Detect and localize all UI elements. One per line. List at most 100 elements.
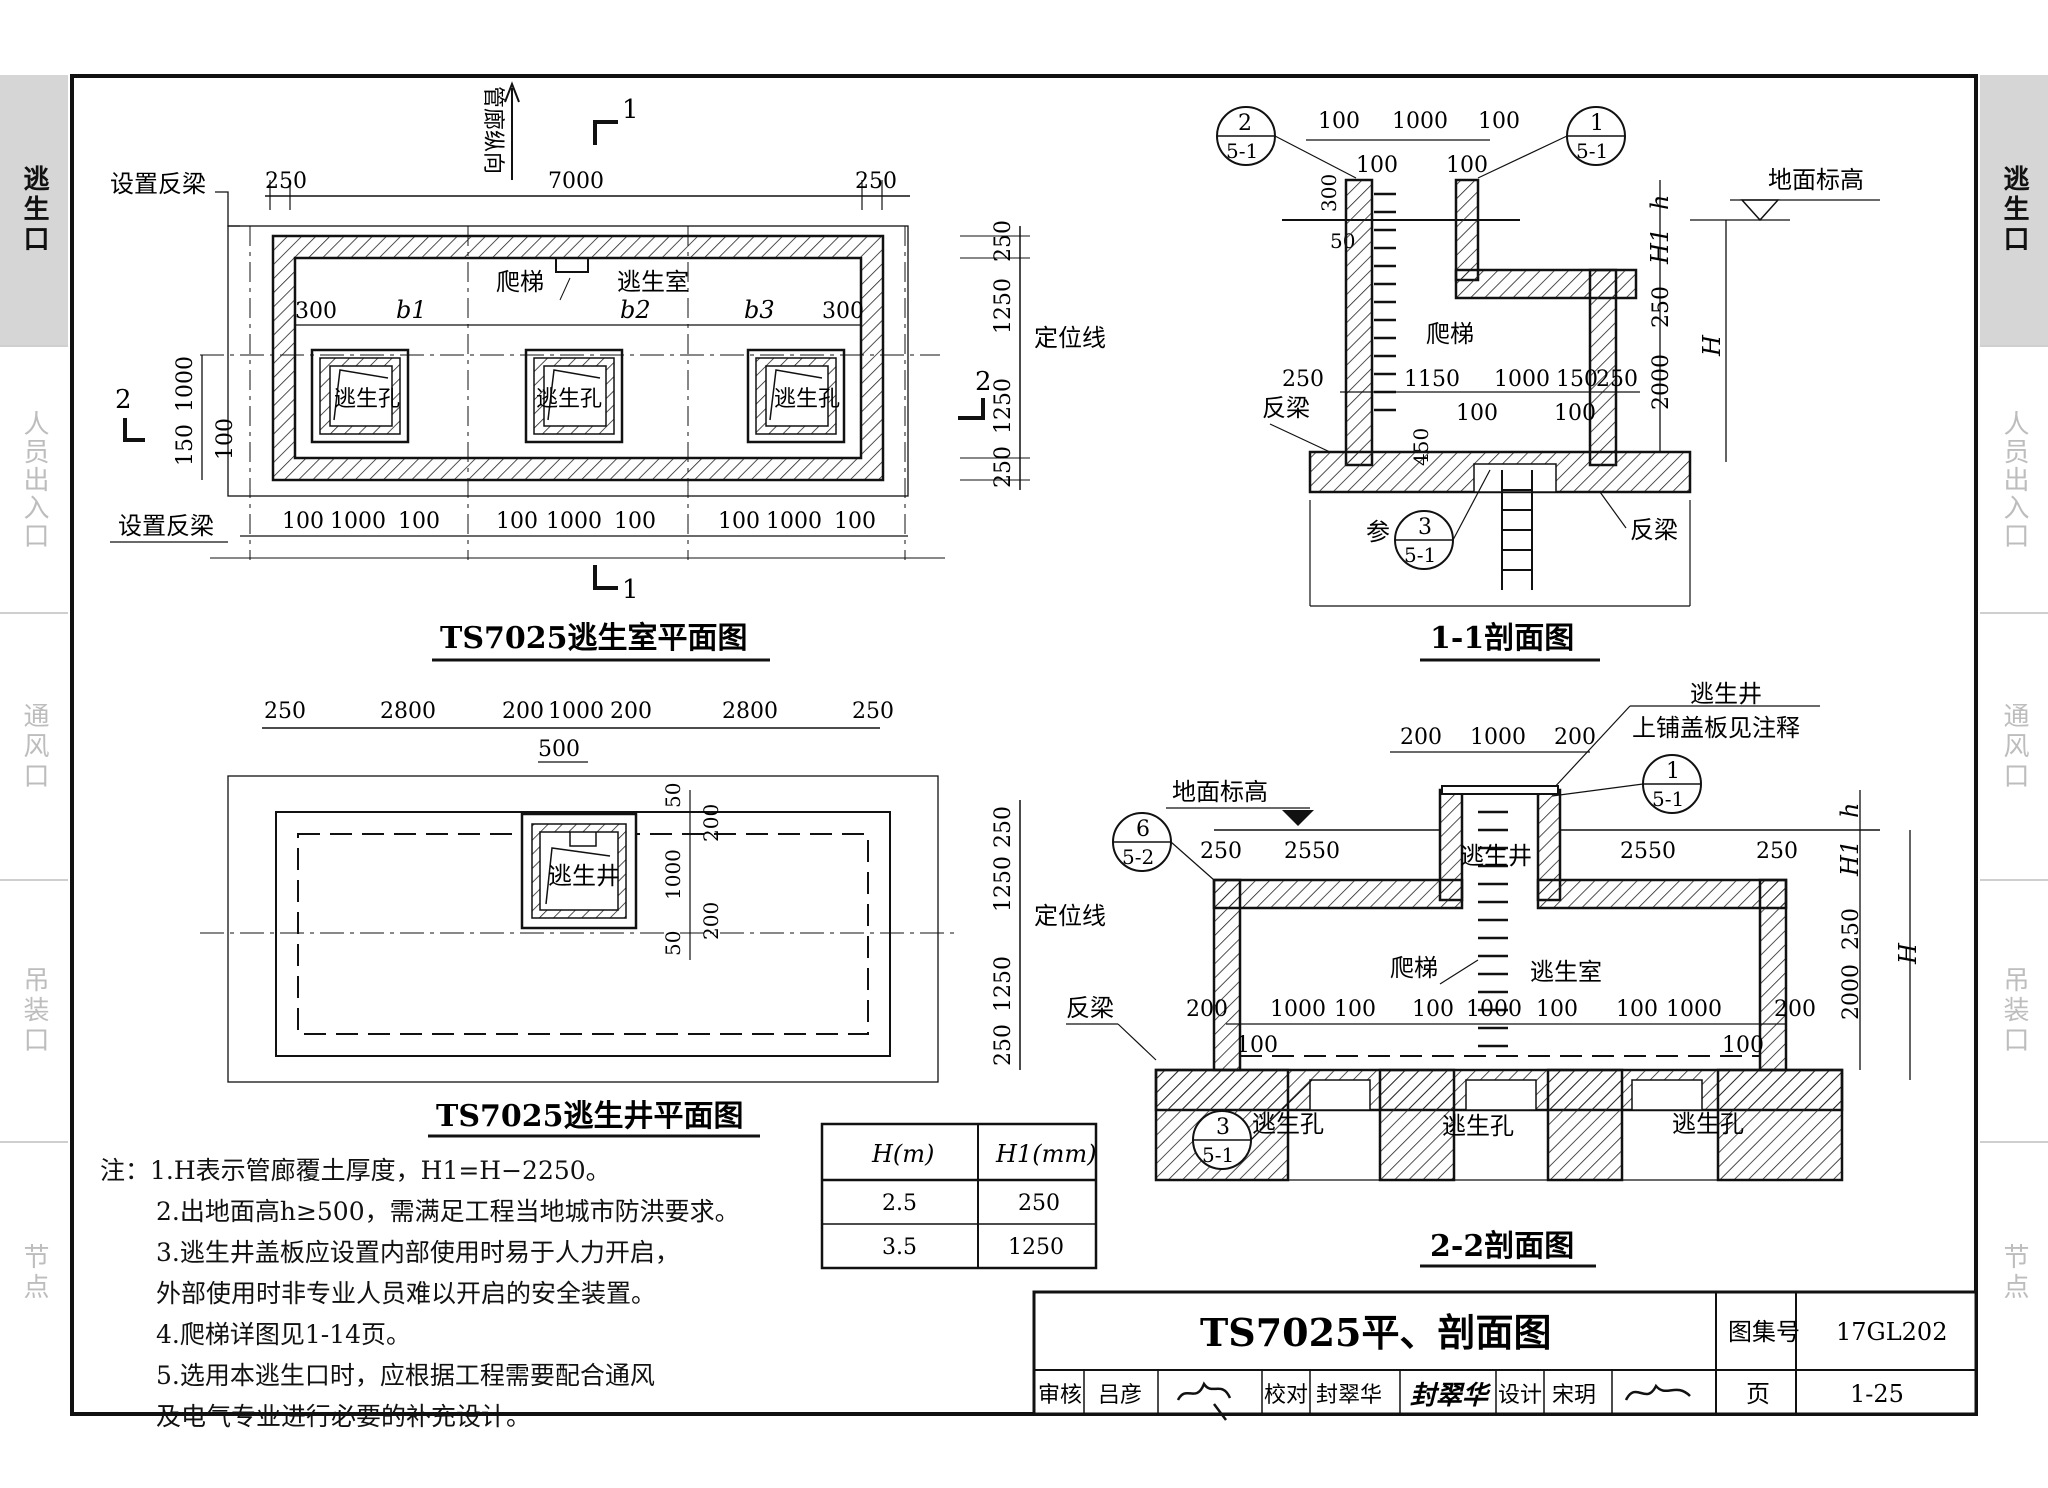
s1-dim-mid-1000: 1000 bbox=[1494, 367, 1550, 392]
side-tab-left-personnel[interactable]: 人员出入口 bbox=[0, 347, 68, 612]
s2-dim-inner-1000-a: 1000 bbox=[1270, 997, 1326, 1022]
s2-dim-right-H: H bbox=[1894, 942, 1922, 965]
dim-bottom-100-f: 100 bbox=[834, 509, 876, 534]
s1-callout-right-ref: 5-1 bbox=[1576, 139, 1608, 163]
s2-dim-inner-100-c: 100 bbox=[1536, 997, 1578, 1022]
side-tab-left-hoisting[interactable]: 吊装口 bbox=[0, 881, 68, 1141]
hole-label-3: 逃生孔 bbox=[774, 387, 840, 412]
s2-well-label: 逃生井 bbox=[1460, 842, 1532, 870]
plan2-title: TS7025逃生井平面图 bbox=[436, 1099, 744, 1134]
dim-left-150: 150 bbox=[173, 424, 198, 466]
dim2-top-200-b: 200 bbox=[610, 699, 652, 724]
dim2-top-2800-a: 2800 bbox=[380, 699, 436, 724]
side-tab-label: 逃生口 bbox=[19, 165, 49, 255]
s2-well-note-2: 上铺盖板见注释 bbox=[1632, 714, 1800, 742]
side-tab-left-node[interactable]: 节点 bbox=[0, 1143, 68, 1403]
dim-inner-300-left: 300 bbox=[295, 299, 337, 324]
dim2-right-250-bottom: 250 bbox=[991, 1024, 1016, 1066]
dim2-right-250-top: 250 bbox=[991, 806, 1016, 848]
dim2-right-1250-b: 1250 bbox=[991, 956, 1016, 1012]
dim2-well-200-top: 200 bbox=[699, 804, 723, 842]
table-cell-0-0: 2.5 bbox=[882, 1191, 917, 1216]
table-header-H1: H1(mm) bbox=[995, 1140, 1096, 1168]
axis-label-2: 定位线 bbox=[1034, 902, 1106, 930]
atlas-no: 17GL202 bbox=[1836, 1318, 1947, 1346]
s2-dim-slab-250-b: 250 bbox=[1756, 839, 1798, 864]
escape-well-symbol: 逃生井 bbox=[520, 812, 638, 930]
s1-callout-right-num: 1 bbox=[1590, 111, 1604, 136]
dim-right-1250-a: 1250 bbox=[991, 278, 1016, 334]
design-label: 设计 bbox=[1498, 1383, 1542, 1408]
s1-dim-right-H: H bbox=[1698, 334, 1726, 357]
s2-dim-inner-1000-c: 1000 bbox=[1666, 997, 1722, 1022]
s1-ground-label: 地面标高 bbox=[1768, 166, 1864, 194]
check-label: 校对 bbox=[1264, 1383, 1308, 1408]
s2-dim-right-h: h bbox=[1836, 803, 1864, 818]
s2-title: 2-2剖面图 bbox=[1430, 1229, 1574, 1264]
escape-hole-3: 逃生孔 bbox=[746, 348, 846, 444]
section-mark-2-right bbox=[958, 398, 985, 420]
side-tab-left-escape[interactable]: 逃生口 bbox=[0, 75, 68, 345]
side-tab-right-escape[interactable]: 逃生口 bbox=[1980, 75, 2048, 345]
s2-callout-bottom-num: 3 bbox=[1216, 1115, 1230, 1140]
s2-ladder-label: 爬梯 bbox=[1390, 954, 1438, 982]
s2-callout-bottom-ref: 5-1 bbox=[1202, 1143, 1234, 1167]
ground-level-icon-2 bbox=[1282, 810, 1314, 826]
dim-bottom-1000-c: 1000 bbox=[766, 509, 822, 534]
s1-callout-bottom-ref: 5-1 bbox=[1404, 543, 1436, 567]
section-mark-2-left bbox=[123, 418, 145, 442]
ladder-label: 爬梯 bbox=[496, 268, 544, 296]
s1-dim-top-100-b: 100 bbox=[1478, 109, 1520, 134]
side-tab-label: 人员出入口 bbox=[1999, 409, 2029, 550]
side-tab-label: 通风口 bbox=[19, 701, 49, 792]
page-no: 1-25 bbox=[1850, 1380, 1904, 1408]
s1-dim-right-2000: 2000 bbox=[1649, 354, 1674, 410]
section-mark-2-right-label: 2 bbox=[975, 367, 992, 397]
side-tab-label: 逃生口 bbox=[1999, 165, 2029, 255]
side-tab-right-node[interactable]: 节点 bbox=[1980, 1143, 2048, 1403]
table-cell-1-1: 1250 bbox=[1008, 1235, 1064, 1260]
s2-dim-inner2-100-a: 100 bbox=[1236, 1033, 1278, 1058]
dim2-well-200-bottom: 200 bbox=[699, 902, 723, 940]
section-mark-1-top-label: 1 bbox=[622, 95, 639, 125]
axis-label: 定位线 bbox=[1034, 324, 1106, 352]
dim2-well-50-top: 50 bbox=[661, 783, 685, 808]
plan1-title: TS7025逃生室平面图 bbox=[440, 621, 748, 656]
dim-right-1250-b: 1250 bbox=[991, 378, 1016, 434]
dim2-top-250-b: 250 bbox=[852, 699, 894, 724]
section-mark-1-top bbox=[593, 120, 618, 145]
title-block: TS7025平、剖面图 图集号 17GL202 审核 吕彦 校对 封翠华 封翠华… bbox=[1032, 1290, 1978, 1421]
note-line-6: 5.选用本逃生口时，应根据工程需要配合通风 bbox=[156, 1361, 655, 1390]
s1-dim-top2-100-a: 100 bbox=[1356, 153, 1398, 178]
side-tab-right-hoisting[interactable]: 吊装口 bbox=[1980, 881, 2048, 1141]
s1-ladder-label: 爬梯 bbox=[1426, 320, 1474, 348]
s2-callout-top-num: 1 bbox=[1666, 759, 1680, 784]
dim-bottom-100-c: 100 bbox=[496, 509, 538, 534]
dim2-well-50-bottom: 50 bbox=[661, 931, 685, 956]
table-cell-1-0: 3.5 bbox=[882, 1235, 917, 1260]
side-tab-label: 吊装口 bbox=[1999, 966, 2029, 1056]
s1-dim-mid-250-a: 250 bbox=[1282, 367, 1324, 392]
s2-hole-label-3: 逃生孔 bbox=[1672, 1110, 1744, 1138]
dim-bottom-100-d: 100 bbox=[614, 509, 656, 534]
s2-dim-slab-2550-a: 2550 bbox=[1284, 839, 1340, 864]
s1-callout-bottom-num: 3 bbox=[1418, 515, 1432, 540]
page-label: 页 bbox=[1746, 1380, 1770, 1408]
s2-dim-inner-100-a: 100 bbox=[1334, 997, 1376, 1022]
dim2-right-1250-a: 1250 bbox=[991, 856, 1016, 912]
s2-dim-inner-200-b: 200 bbox=[1774, 997, 1816, 1022]
s2-hole-label-1: 逃生孔 bbox=[1252, 1110, 1324, 1138]
well-label: 逃生井 bbox=[548, 862, 620, 890]
side-tab-right-personnel[interactable]: 人员出入口 bbox=[1980, 347, 2048, 612]
dim-right-250-bottom: 250 bbox=[991, 446, 1016, 488]
s2-dim-top-200-a: 200 bbox=[1400, 725, 1442, 750]
direction-arrow-icon bbox=[504, 81, 520, 103]
side-tab-left-ventilation[interactable]: 通风口 bbox=[0, 614, 68, 879]
side-tab-right-ventilation[interactable]: 通风口 bbox=[1980, 614, 2048, 879]
hole-label-2: 逃生孔 bbox=[536, 387, 602, 412]
room-label: 逃生室 bbox=[617, 268, 689, 296]
dim2-top-2800-b: 2800 bbox=[722, 699, 778, 724]
section-2-2: 逃生井 上铺盖板见注释 200 1000 200 1 5-1 地面标高 6 5-… bbox=[1066, 680, 1922, 1268]
